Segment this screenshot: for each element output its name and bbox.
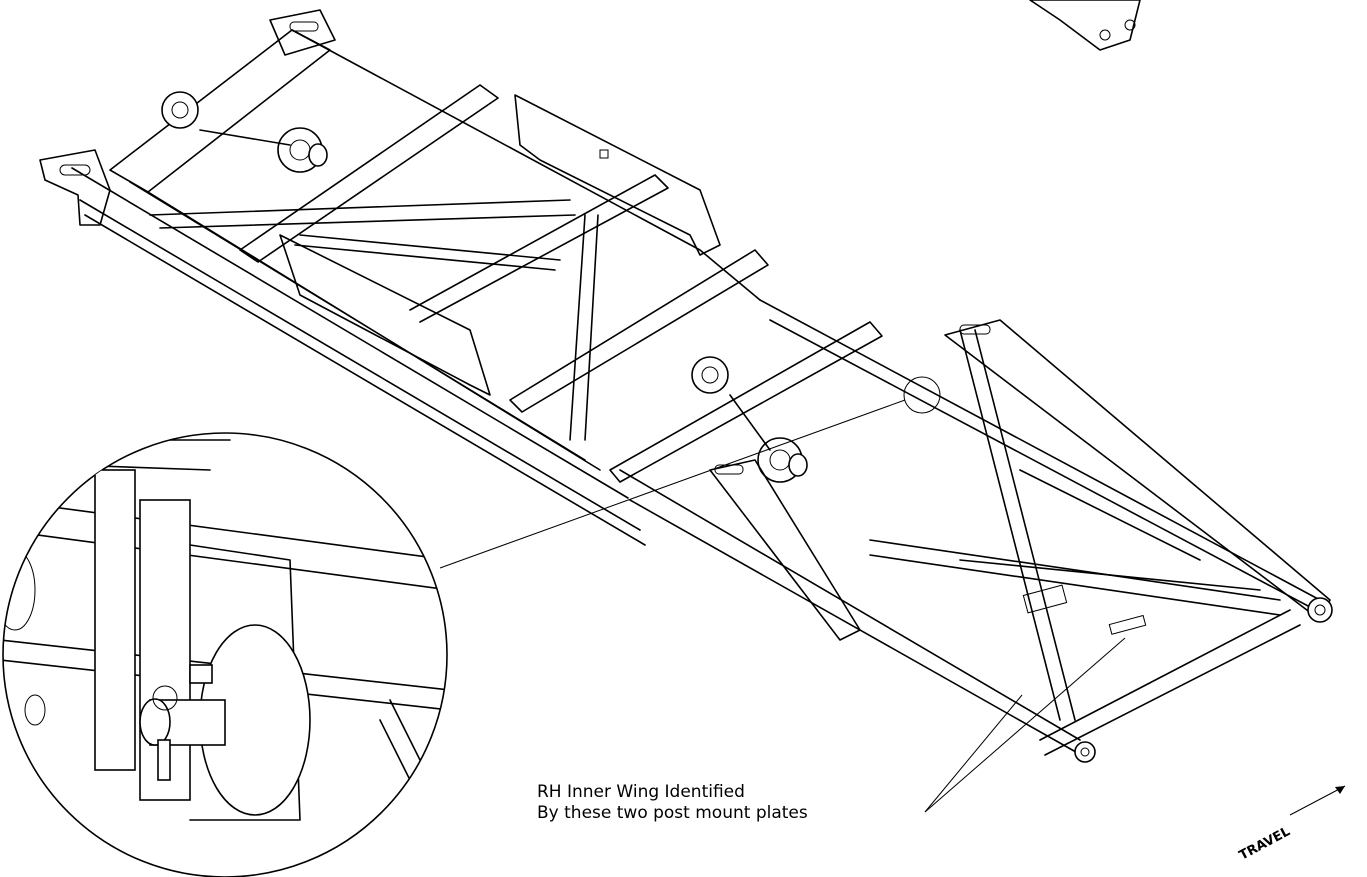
- callout-line-1: RH Inner Wing Identified: [537, 782, 745, 802]
- callout-line-2: By these two post mount plates: [537, 803, 808, 823]
- frame-cross-members: [149, 84, 883, 483]
- detail-view: [2, 399, 906, 877]
- travel-arrow: [1289, 785, 1346, 816]
- top-right-partial-part: [1029, 0, 1141, 51]
- left-end-plates: [39, 9, 336, 226]
- right-wing-frame: [709, 319, 1333, 763]
- center-plates: [279, 94, 721, 396]
- travel-label: TRAVEL: [1237, 824, 1293, 863]
- hub-assemblies: [161, 91, 808, 483]
- callout-leaders: [924, 637, 1126, 813]
